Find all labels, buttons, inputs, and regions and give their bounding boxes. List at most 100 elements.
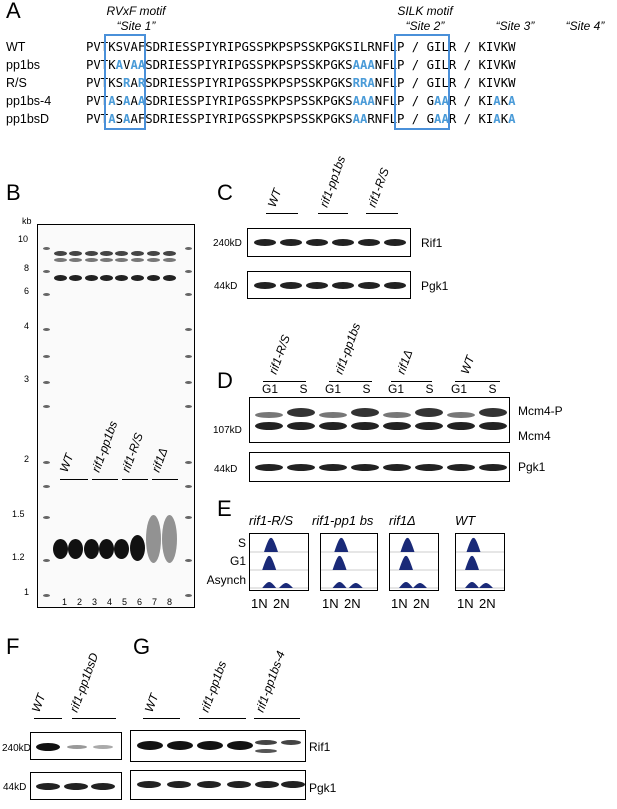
upper-band [115,258,128,262]
strain-name: R/S [6,76,27,90]
histogram-peak [400,537,415,552]
blot-band [137,781,161,788]
blot-band [93,745,113,749]
group-label: rif1Δ [393,347,416,376]
panel-c-rif1-blot [247,228,411,257]
telomere-smear [162,515,177,563]
panel-label-b: B [6,180,21,205]
seq-separator: / [456,58,479,72]
residue: I [434,40,442,54]
panel-d-prot1a: Mcm4-P [518,404,563,418]
site2-highlight-box [394,34,450,130]
group-underline [318,213,348,214]
x-axis-label: 2N [479,596,496,611]
upper-band [100,275,113,281]
residue: V [493,40,501,54]
ladder-band [185,559,192,562]
x-axis-label: 1N [457,596,474,611]
lane-number: 8 [167,597,173,607]
group-label: rif1-R/S [265,332,293,376]
panel-g-rif1-blot [130,730,306,762]
residue: R [367,112,375,126]
ladder-band [43,328,50,331]
ladder-band [43,594,50,597]
histogram-peak [262,555,277,570]
blot-band [91,783,115,790]
ladder-band [43,270,50,273]
group-underline [266,213,298,214]
kb-tick-label: 1 [24,587,30,597]
telomere-smear [99,539,114,559]
strain-name: pp1bs-4 [6,94,52,108]
mcm4-band [287,422,315,430]
phase-label: S [488,382,497,396]
residue: K [478,40,486,54]
strain-name: pp1bs [6,58,41,72]
site1-highlight-box [104,34,146,130]
panel-d-prot2: Pgk1 [518,460,546,474]
mutated-residue: A [123,94,131,108]
residue: N [374,76,383,90]
mutated-residue: A [493,94,501,108]
blot-band [281,740,301,745]
mcm4-band [447,422,475,430]
mutated-residue: A [352,94,360,108]
upper-band [147,251,160,256]
histogram-peak [332,555,347,570]
seq-tail: LP / [389,40,427,54]
phase-label: G1 [451,382,468,396]
residue: S [115,40,124,54]
mcm4p-band [447,412,475,418]
telomere-smear [53,539,68,559]
ladder-band [185,293,192,296]
group-label: WT [141,691,162,714]
blot-band [197,741,223,750]
lane-number: 5 [122,597,128,607]
residue: S [345,58,353,72]
group-underline [152,479,178,480]
upper-band [85,251,98,256]
histogram-peak [413,582,427,588]
ladder-band [185,485,192,488]
group-label: rif1-pp1bs-4 [252,649,288,714]
panel-f-rif1-blot [30,732,122,760]
histogram-peak [264,537,278,552]
seq-prefix: PVT [86,94,109,108]
histogram-peak [262,581,277,588]
ladder-band [43,461,50,464]
panel-c-prot1: Rif1 [421,236,443,250]
mutated-residue: A [441,112,449,126]
mutated-residue: A [367,58,375,72]
upper-band [54,258,67,262]
blot-band [280,239,302,246]
residue: S [115,112,124,126]
seq-separator: / [456,112,479,126]
strain-label: WT [455,513,476,528]
group-label: rif1-R/S [364,165,392,209]
residue: F [382,40,390,54]
mutated-residue: A [137,58,146,72]
residue: K [500,112,509,126]
blot-band [255,464,283,471]
seq-middle: DRIESSPIYRIPGSSPKPSPSSKPGK [152,58,346,72]
upper-band [131,251,144,256]
mutated-residue: A [352,58,360,72]
residue: V [493,58,501,72]
histogram-peak [334,537,349,552]
ladder-band [185,328,192,331]
mcm4p-band [319,412,347,418]
panel-d-mcm4-blot [249,397,510,443]
panel-g-pgk1-blot [130,770,306,800]
residue: I [485,94,494,108]
blot-band [167,741,193,750]
panel-label-g: G [133,634,151,659]
mutated-residue: A [115,58,124,72]
blot-band [137,741,163,750]
row-label: G1 [229,554,246,568]
panel-c-mw2: 44kD [214,281,238,292]
blot-band [287,464,315,471]
mutated-residue: A [123,112,131,126]
x-axis-label: 2N [413,596,430,611]
residue: F [382,94,390,108]
residue: V [493,76,501,90]
